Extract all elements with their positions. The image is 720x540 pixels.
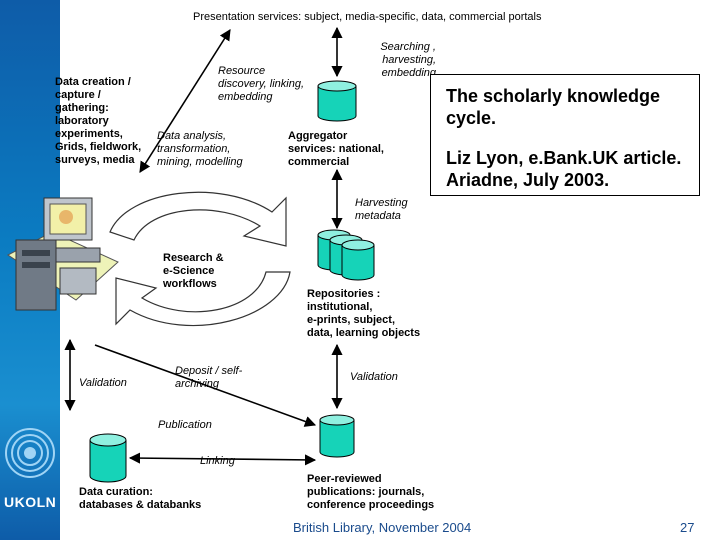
aggregator-label: Aggregator services: national, commercia… — [288, 130, 384, 168]
footer-source: British Library, November 2004 — [293, 520, 472, 535]
header-title: Presentation services: subject, media-sp… — [193, 11, 542, 23]
peer-reviewed-database-icon — [319, 414, 355, 458]
linking-label: Linking — [200, 455, 235, 467]
peer-reviewed-label: Peer-reviewed publications: journals, co… — [307, 473, 435, 511]
data-analysis-label: Data analysis, transformation, mining, m… — [157, 130, 243, 168]
computer-icon — [7, 197, 119, 311]
publication-label: Publication — [158, 419, 212, 431]
title-heading: The scholarly knowledge cycle. — [446, 86, 661, 128]
logo-text: UKOLN — [4, 494, 57, 510]
arrow-deposit — [94, 344, 317, 427]
searching-label: Searching , harvesting, embedding — [380, 41, 436, 79]
data-curation-label: Data curation: databases & databanks — [79, 486, 202, 511]
title-citation: Liz Lyon, e.Bank.UK article. Ariadne, Ju… — [446, 148, 682, 190]
cycle-arrows-icon — [109, 191, 291, 327]
arrow-linking — [128, 452, 317, 466]
validation-left-label: Validation — [79, 377, 127, 389]
data-creation-label: Data creation / capture / gathering: lab… — [55, 76, 142, 166]
arrow-resource-discovery — [139, 29, 231, 173]
page-number: 27 — [680, 520, 695, 535]
repositories-database-icon — [317, 229, 375, 281]
validation-right-label: Validation — [350, 371, 398, 383]
resource-discovery-label: Resource discovery, linking, embedding — [218, 65, 304, 103]
repositories-label: Repositories : institutional, e-prints, … — [307, 288, 421, 339]
research-workflows-label: Research & e-Science workflows — [163, 252, 224, 290]
data-curation-database-icon — [89, 433, 127, 483]
harvesting-metadata-label: Harvesting metadata — [355, 197, 408, 222]
ukoln-logo-icon — [4, 418, 56, 488]
deposit-label: Deposit / self- archiving — [175, 365, 243, 390]
title-box: The scholarly knowledge cycle. Liz Lyon,… — [430, 74, 700, 196]
aggregator-database-icon — [317, 80, 357, 122]
